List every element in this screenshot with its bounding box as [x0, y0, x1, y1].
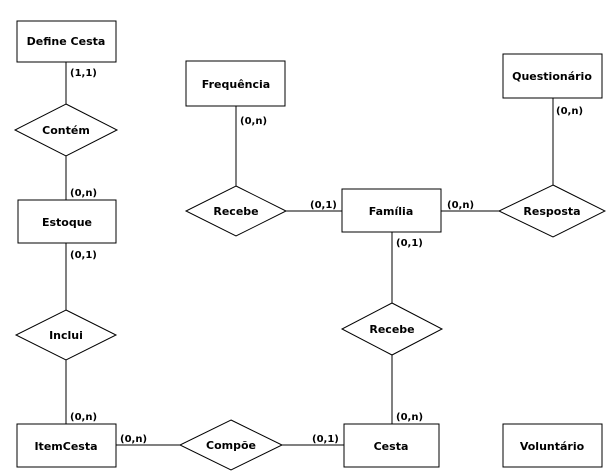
- entity-label: ItemCesta: [34, 440, 97, 453]
- entity-box: [185, 60, 286, 107]
- entity-box: [502, 53, 603, 99]
- entity-familia: Família: [341, 188, 442, 233]
- relationship-label: Contém: [42, 124, 90, 137]
- cardinality-familia-recebe-freq: (0,1): [310, 200, 337, 211]
- entity-box: [16, 20, 117, 63]
- cardinality-estoque-inclui: (0,1): [70, 250, 97, 261]
- cardinality-labels: (1,1) (0,n) (0,1) (0,n) (0,n) (0,1) (0,n…: [70, 68, 583, 445]
- relationship-diamond: [178, 419, 284, 471]
- entity-label: Estoque: [42, 216, 92, 229]
- entity-voluntario: Voluntário: [502, 423, 603, 468]
- cardinality-cesta-compoe: (0,1): [312, 434, 339, 445]
- cardinality-definecesta-contem: (1,1): [70, 68, 97, 79]
- cardinality-itemcesta-inclui: (0,n): [70, 412, 97, 423]
- relationship-diamond: [14, 309, 118, 361]
- entity-label: Define Cesta: [27, 35, 106, 48]
- entity-box: [343, 423, 440, 468]
- relationship-label: Recebe: [369, 323, 414, 336]
- entity-itemcesta: ItemCesta: [16, 423, 117, 468]
- connector-lines: [65, 62, 554, 446]
- cardinality-familia-recebe-cesta: (0,1): [396, 238, 423, 249]
- cardinality-frequencia-recebe: (0,n): [240, 116, 267, 127]
- relationship-diamond: [497, 184, 606, 238]
- entity-label: Família: [369, 205, 414, 218]
- relationship-recebe-cesta: Recebe: [340, 302, 444, 356]
- entity-label: Voluntário: [520, 440, 585, 453]
- entity-estoque: Estoque: [17, 199, 117, 244]
- entity-label: Questionário: [512, 70, 592, 83]
- entity-box: [341, 188, 442, 233]
- relationship-compoe: Compõe: [178, 419, 284, 471]
- entity-label: Cesta: [374, 440, 409, 453]
- cardinality-itemcesta-compoe: (0,n): [120, 434, 147, 445]
- relationship-resposta: Resposta: [497, 184, 606, 238]
- entity-box: [17, 199, 117, 244]
- relationship-diamond: [13, 103, 119, 157]
- entity-cesta: Cesta: [343, 423, 440, 468]
- relationship-recebe-frequencia: Recebe: [184, 185, 288, 237]
- entity-box: [502, 423, 603, 468]
- entity-box: [16, 423, 117, 468]
- entity-questionario: Questionário: [502, 53, 603, 99]
- cardinality-familia-resposta: (0,n): [447, 200, 474, 211]
- relationship-label: Resposta: [523, 205, 580, 218]
- relationship-inclui: Inclui: [14, 309, 118, 361]
- relationship-diamond: [184, 185, 288, 237]
- relationship-label: Compõe: [206, 439, 256, 452]
- entity-label: Frequência: [202, 78, 270, 91]
- entity-frequencia: Frequência: [185, 60, 286, 107]
- entity-define-cesta: Define Cesta: [16, 20, 117, 63]
- relationship-diamond: [340, 302, 444, 356]
- relationship-label: Inclui: [49, 329, 83, 342]
- cardinality-questionario-resposta: (0,n): [556, 106, 583, 117]
- cardinality-cesta-recebe: (0,n): [396, 412, 423, 423]
- relationship-contem: Contém: [13, 103, 119, 157]
- cardinality-estoque-contem: (0,n): [70, 188, 97, 199]
- relationship-label: Recebe: [213, 205, 258, 218]
